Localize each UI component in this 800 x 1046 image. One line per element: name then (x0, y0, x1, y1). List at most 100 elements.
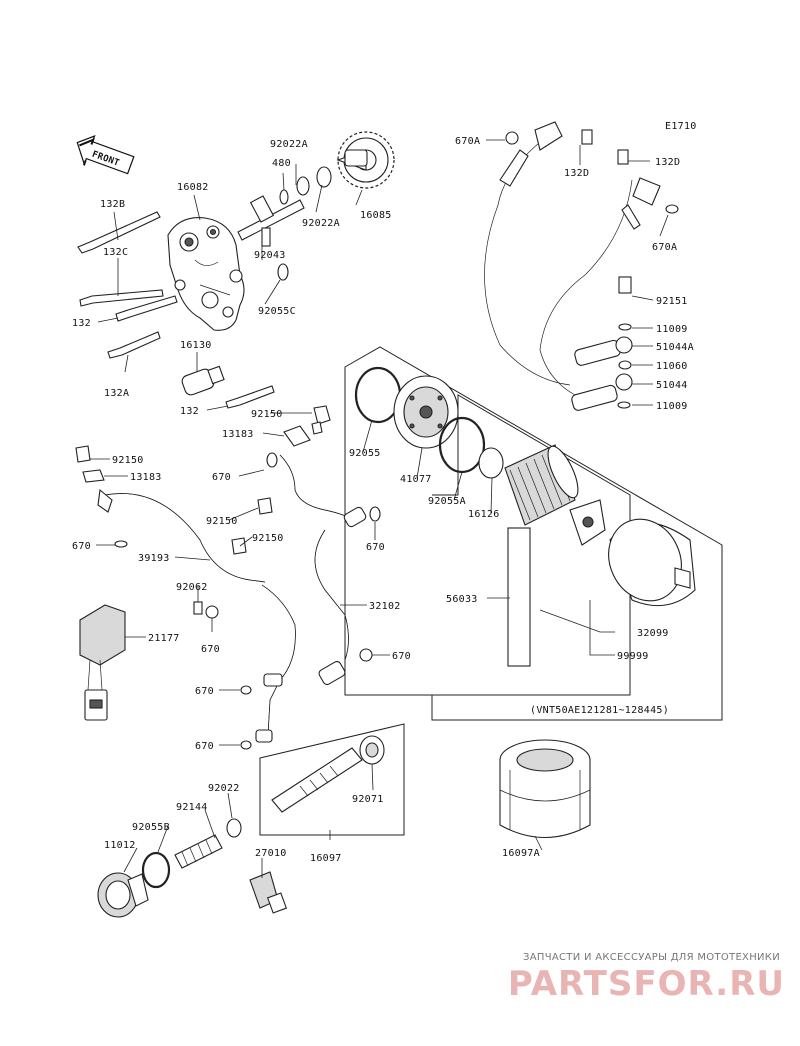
oil-filter-inner-frame (432, 394, 631, 696)
label-16097: 16097 (310, 853, 342, 864)
front-arrow-icon: FRONT (76, 135, 135, 175)
label-92055A: 92055A (428, 496, 466, 507)
label-92071: 92071 (352, 794, 384, 805)
pipe-39193-upper (279, 454, 367, 528)
bolt-132C (79, 289, 164, 307)
part-labels: E1710 92022A 480 16082 92022A 16085 132B… (72, 121, 697, 864)
bolt-132D-top (581, 129, 593, 145)
oring-670-a (266, 452, 278, 468)
label-11012: 11012 (104, 840, 136, 851)
label-11009-b: 11009 (656, 401, 688, 412)
label-16126: 16126 (468, 509, 500, 520)
relief-valve-16097 (271, 747, 363, 813)
pin-92043 (261, 227, 271, 247)
oring-670A-top (505, 131, 519, 145)
label-92144: 92144 (176, 802, 208, 813)
label-92150-d: 92150 (252, 533, 284, 544)
label-670-d: 670 (392, 651, 411, 662)
label-41077: 41077 (400, 474, 432, 485)
label-670A-right: 670A (652, 242, 677, 253)
oil-pump-body (167, 217, 245, 331)
label-670-a: 670 (212, 472, 231, 483)
label-13183-a: 13183 (222, 429, 254, 440)
label-16082: 16082 (177, 182, 209, 193)
washer-92022A-b (316, 166, 332, 188)
oring-670A-right (665, 204, 679, 214)
label-32099: 32099 (637, 628, 669, 639)
clamp-13183-b (82, 469, 105, 483)
clamp-13183-a (283, 425, 311, 447)
filter-bracket (569, 499, 606, 546)
label-132B: 132B (100, 199, 125, 210)
filter-16097A (499, 739, 591, 839)
label-132D-top: 132D (564, 168, 589, 179)
label-92022A-mid: 92022A (302, 218, 340, 229)
label-132-low: 132 (180, 406, 199, 417)
label-670-b: 670 (366, 542, 385, 553)
label-670-g: 670 (195, 741, 214, 752)
label-480: 480 (272, 158, 291, 169)
sensor-27010 (249, 871, 288, 914)
label-32102: 32102 (369, 601, 401, 612)
oring-92055A (438, 416, 486, 474)
bolt-92150-a (311, 405, 331, 435)
washer-11009-b (617, 401, 631, 409)
label-670-c: 670 (72, 541, 91, 552)
valve-92071 (359, 735, 385, 765)
label-92022A-top: 92022A (270, 139, 308, 150)
label-39193: 39193 (138, 553, 170, 564)
ring-480 (279, 189, 289, 205)
oring-670-g (240, 740, 252, 750)
pipe-39193 (97, 488, 266, 583)
oring-670-e (205, 605, 219, 619)
bolt-92150-b (75, 445, 91, 463)
oring-670-d (359, 648, 373, 662)
oring-92055B (141, 851, 171, 889)
label-92022: 92022 (208, 783, 240, 794)
label-132A: 132A (104, 388, 129, 399)
switch-21177 (79, 604, 126, 721)
banjo-51044A (574, 336, 633, 366)
plug-11012 (97, 872, 149, 918)
label-16097A: 16097A (502, 848, 540, 859)
banjo-51044 (571, 373, 633, 411)
label-92055C: 92055C (258, 306, 296, 317)
oring-670-b (369, 506, 381, 522)
label-670-f: 670 (195, 686, 214, 697)
label-92043: 92043 (254, 250, 286, 261)
watermark-logo: PARTSFOR.RU (507, 964, 785, 1004)
washer-11009-a (618, 323, 632, 331)
spring-92144 (174, 834, 223, 869)
pipe-lower (255, 584, 296, 743)
label-132: 132 (72, 318, 91, 329)
bolt-92150-d (231, 537, 247, 555)
plug-92062 (193, 601, 203, 615)
label-92150-b: 92150 (112, 455, 144, 466)
leader-lines (90, 139, 669, 878)
filter-element-16126 (504, 444, 579, 526)
bolt-132-lower (225, 385, 275, 409)
washer-92022A-a (296, 176, 310, 196)
oring-670-c (114, 540, 128, 548)
label-99999: 99999 (617, 651, 649, 662)
label-670-e: 670 (201, 644, 220, 655)
bolt-132A (107, 331, 161, 359)
label-16130: 16130 (180, 340, 212, 351)
washer-11060 (618, 360, 632, 370)
oring-670-f (240, 685, 252, 695)
filter-cover-41077 (393, 375, 459, 449)
diagram-code: E1710 (665, 121, 697, 132)
washer-92022 (226, 818, 242, 838)
screen-56033 (507, 527, 531, 667)
bolt-92151 (618, 276, 632, 294)
label-16085: 16085 (360, 210, 392, 221)
oring-92055C (277, 263, 289, 281)
ring-16126 (478, 447, 504, 479)
label-27010: 27010 (255, 848, 287, 859)
label-132C: 132C (103, 247, 128, 258)
filter-cartridge-32099 (608, 518, 696, 607)
label-13183-b: 13183 (130, 472, 162, 483)
label-56033: 56033 (446, 594, 478, 605)
bolt-132B (77, 211, 161, 254)
